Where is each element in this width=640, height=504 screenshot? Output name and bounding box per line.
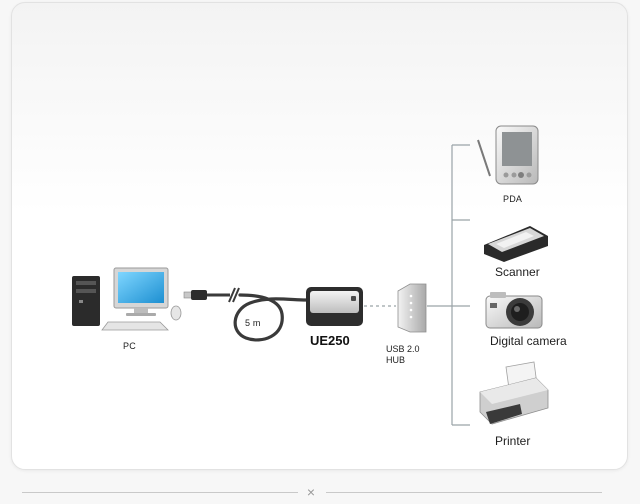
digital-camera-label: Digital camera [490,334,567,348]
printer-icon [480,362,548,424]
scanner-icon [484,226,548,262]
ue250-label: UE250 [310,333,350,348]
digital-camera-icon [486,292,542,328]
usb-hub-label-line1: USB 2.0 [386,344,420,355]
scanner-label: Scanner [495,265,540,279]
usb-hub-label-line2: HUB [386,355,420,366]
pc-icon [72,268,181,330]
cable-length-label: 5 m [245,318,261,328]
usb-hub-label: USB 2.0 HUB [386,344,420,366]
printer-label: Printer [495,434,530,448]
footer-divider-right [326,492,602,493]
pda-label: PDA [503,194,522,204]
footer-divider-left [22,492,298,493]
pda-icon [478,126,538,184]
hub-branch-lines [427,145,470,425]
close-button[interactable]: × [303,484,319,500]
usb-cable [184,288,306,340]
pc-label: PC [123,341,136,351]
ue250-device [306,287,363,326]
usb-hub-device [398,284,426,332]
